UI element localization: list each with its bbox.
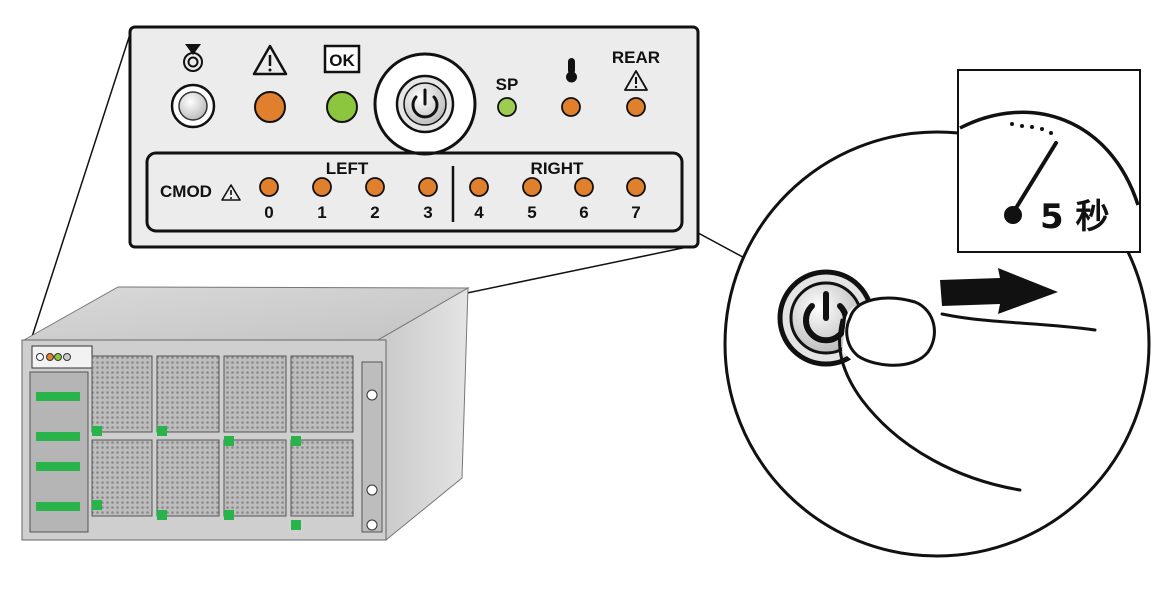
cmod-slot-number: 7 <box>631 203 640 222</box>
cmod-slot-4: 4 <box>469 177 489 222</box>
cmod-slot-number: 4 <box>474 203 484 222</box>
locator-icon <box>183 44 203 72</box>
cmod-slot-number: 0 <box>264 203 273 222</box>
locator-button[interactable] <box>170 83 216 129</box>
hold-timer-inset: 5 秒 <box>957 69 1141 253</box>
cmod-right-label: RIGHT <box>531 159 585 178</box>
cmod-slot-6: 6 <box>574 177 594 222</box>
temp-led <box>561 97 581 117</box>
cmod-left-label: LEFT <box>326 159 369 178</box>
ok-label: OK <box>329 51 355 70</box>
hold-timer-label: 5 秒 <box>1040 197 1110 237</box>
power-button[interactable] <box>373 52 477 156</box>
cmod-slot-number: 6 <box>579 203 588 222</box>
timer-dial-icon <box>1004 122 1058 224</box>
cmod-slot-number: 2 <box>370 203 379 222</box>
power-icon <box>411 88 439 119</box>
cmod-group: CMOD LEFT RIGHT 0 1 2 3 <box>145 151 684 233</box>
thermometer-icon <box>566 58 577 83</box>
cmod-label: CMOD <box>160 182 212 201</box>
press-arrow-icon <box>940 268 1058 314</box>
ok-badge-icon: OK <box>323 44 361 74</box>
cmod-slot-2: 2 <box>365 177 385 222</box>
warning-icon <box>252 44 288 76</box>
cmod-slot-0: 0 <box>259 177 279 222</box>
fan-modules <box>91 355 354 530</box>
sp-label: SP <box>496 75 519 94</box>
cmod-slot-number: 3 <box>423 203 432 222</box>
rear-led <box>626 97 646 117</box>
service-led <box>254 91 286 123</box>
cmod-slot-number: 1 <box>317 203 326 222</box>
warning-icon <box>624 70 648 91</box>
front-panel-detail: OK SP REAR <box>128 25 700 249</box>
power-button-closeup <box>777 269 875 367</box>
server-chassis <box>21 286 470 542</box>
cmod-slot-1: 1 <box>312 177 332 222</box>
rear-label: REAR <box>612 48 660 67</box>
cmod-slot-5: 5 <box>522 177 542 222</box>
finger-illustration <box>838 296 1097 492</box>
warning-icon <box>221 184 241 201</box>
cmod-slot-number: 5 <box>527 203 536 222</box>
sp-led <box>497 97 517 117</box>
cmod-slot-7: 7 <box>626 177 646 222</box>
cmod-slot-3: 3 <box>418 177 438 222</box>
ok-led <box>326 91 358 123</box>
